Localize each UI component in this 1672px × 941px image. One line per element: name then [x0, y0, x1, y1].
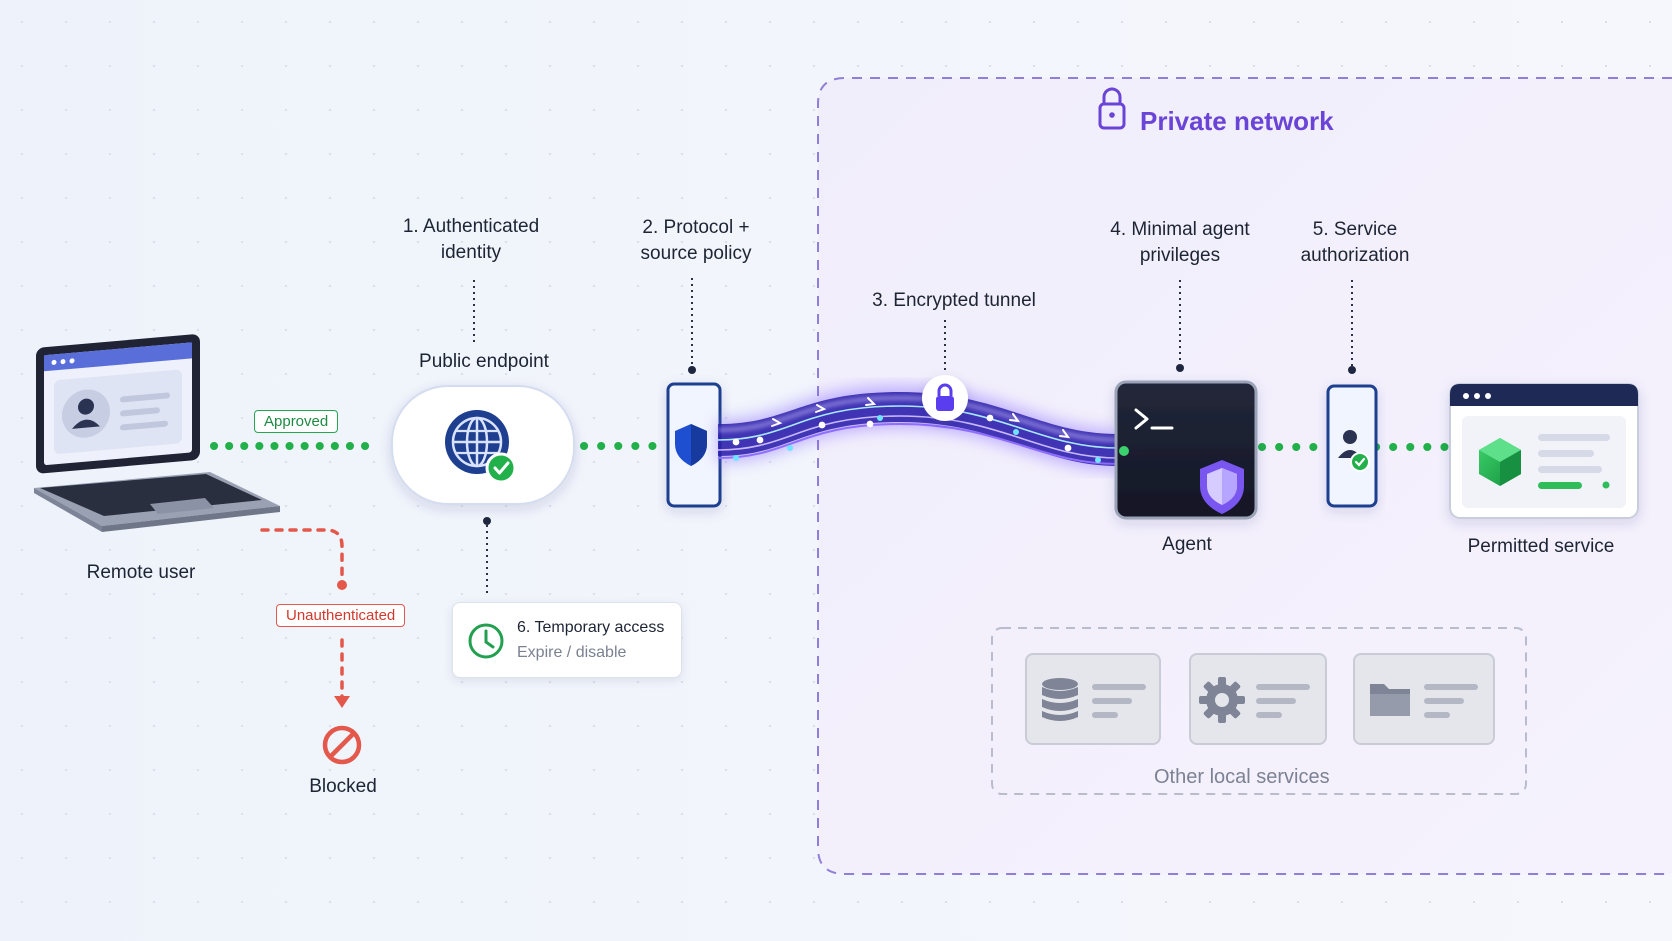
step5-line1: 5. Service	[1312, 219, 1398, 240]
lock-icon	[1098, 87, 1126, 130]
step5-anchor	[1348, 366, 1356, 374]
step1-line2: identity	[440, 242, 502, 263]
remote-user-label: Remote user	[86, 562, 196, 583]
status-bar	[1538, 482, 1582, 489]
check-icon	[485, 452, 517, 484]
no-entry-icon	[322, 725, 362, 765]
step5-line2: authorization	[1300, 245, 1410, 266]
window-dot	[1485, 393, 1491, 399]
temporary-access-title: 6. Temporary access	[517, 619, 665, 636]
folder-icon	[1370, 684, 1410, 716]
step1-line1: 1. Authenticated	[402, 216, 540, 237]
endpoint-anchor	[483, 517, 491, 525]
unauthenticated-badge: Unauthenticated	[276, 604, 406, 627]
window-dot	[1463, 393, 1469, 399]
public-endpoint-label: Public endpoint	[419, 351, 549, 372]
text-line	[1538, 450, 1594, 457]
window-dot	[1474, 393, 1480, 399]
text-line	[1538, 434, 1610, 441]
step4-line1: 4. Minimal agent	[1110, 219, 1250, 240]
step4-label: 4. Minimal agent privileges	[1110, 217, 1249, 269]
service-titlebar	[1450, 384, 1638, 406]
other-service-card	[1025, 653, 1161, 745]
step3-label: 3. Encrypted tunnel	[872, 290, 1036, 311]
authorization-gate	[1326, 384, 1378, 508]
laptop-icon	[34, 334, 280, 532]
cube-icon	[1479, 438, 1521, 486]
arrow-down-icon	[334, 696, 350, 708]
other-services-label: Other local services	[1154, 766, 1330, 788]
step2-anchor	[688, 366, 696, 374]
agent-port	[1119, 446, 1129, 456]
permitted-service-label: Permitted service	[1467, 536, 1615, 557]
step1-label: 1. Authenticated identity	[403, 214, 539, 266]
other-service-card	[1353, 653, 1495, 745]
private-network-border	[817, 77, 1672, 875]
step2-label: 2. Protocol + source policy	[641, 215, 752, 267]
gear-icon	[1199, 677, 1245, 723]
step2-line1: 2. Protocol +	[642, 217, 750, 238]
clock-icon	[468, 623, 504, 659]
shield-icon	[1200, 460, 1244, 514]
other-services-group	[991, 627, 1527, 795]
database-icon	[1042, 678, 1078, 721]
status-dot	[1602, 481, 1610, 489]
private-network-title: Private network	[1140, 106, 1334, 136]
temporary-access-card: 6. Temporary access Expire / disable	[452, 602, 682, 678]
text-line	[1538, 466, 1602, 473]
terminal-icon	[1134, 408, 1174, 430]
temporary-access-subtitle: Expire / disable	[517, 644, 627, 661]
blocked-path	[260, 528, 344, 582]
shield-icon	[675, 424, 707, 466]
step5-label: 5. Service authorization	[1301, 217, 1410, 269]
agent-label: Agent	[1162, 534, 1212, 555]
lock-icon	[922, 375, 968, 421]
other-service-card	[1189, 653, 1327, 745]
red-dot	[337, 580, 347, 590]
step2-line2: source policy	[640, 243, 752, 264]
step4-line2: privileges	[1139, 245, 1221, 266]
approved-badge: Approved	[254, 410, 339, 433]
user-check-icon	[1338, 430, 1370, 472]
step4-anchor	[1176, 364, 1184, 372]
encrypted-tunnel	[717, 386, 1119, 470]
blocked-label: Blocked	[309, 776, 377, 797]
